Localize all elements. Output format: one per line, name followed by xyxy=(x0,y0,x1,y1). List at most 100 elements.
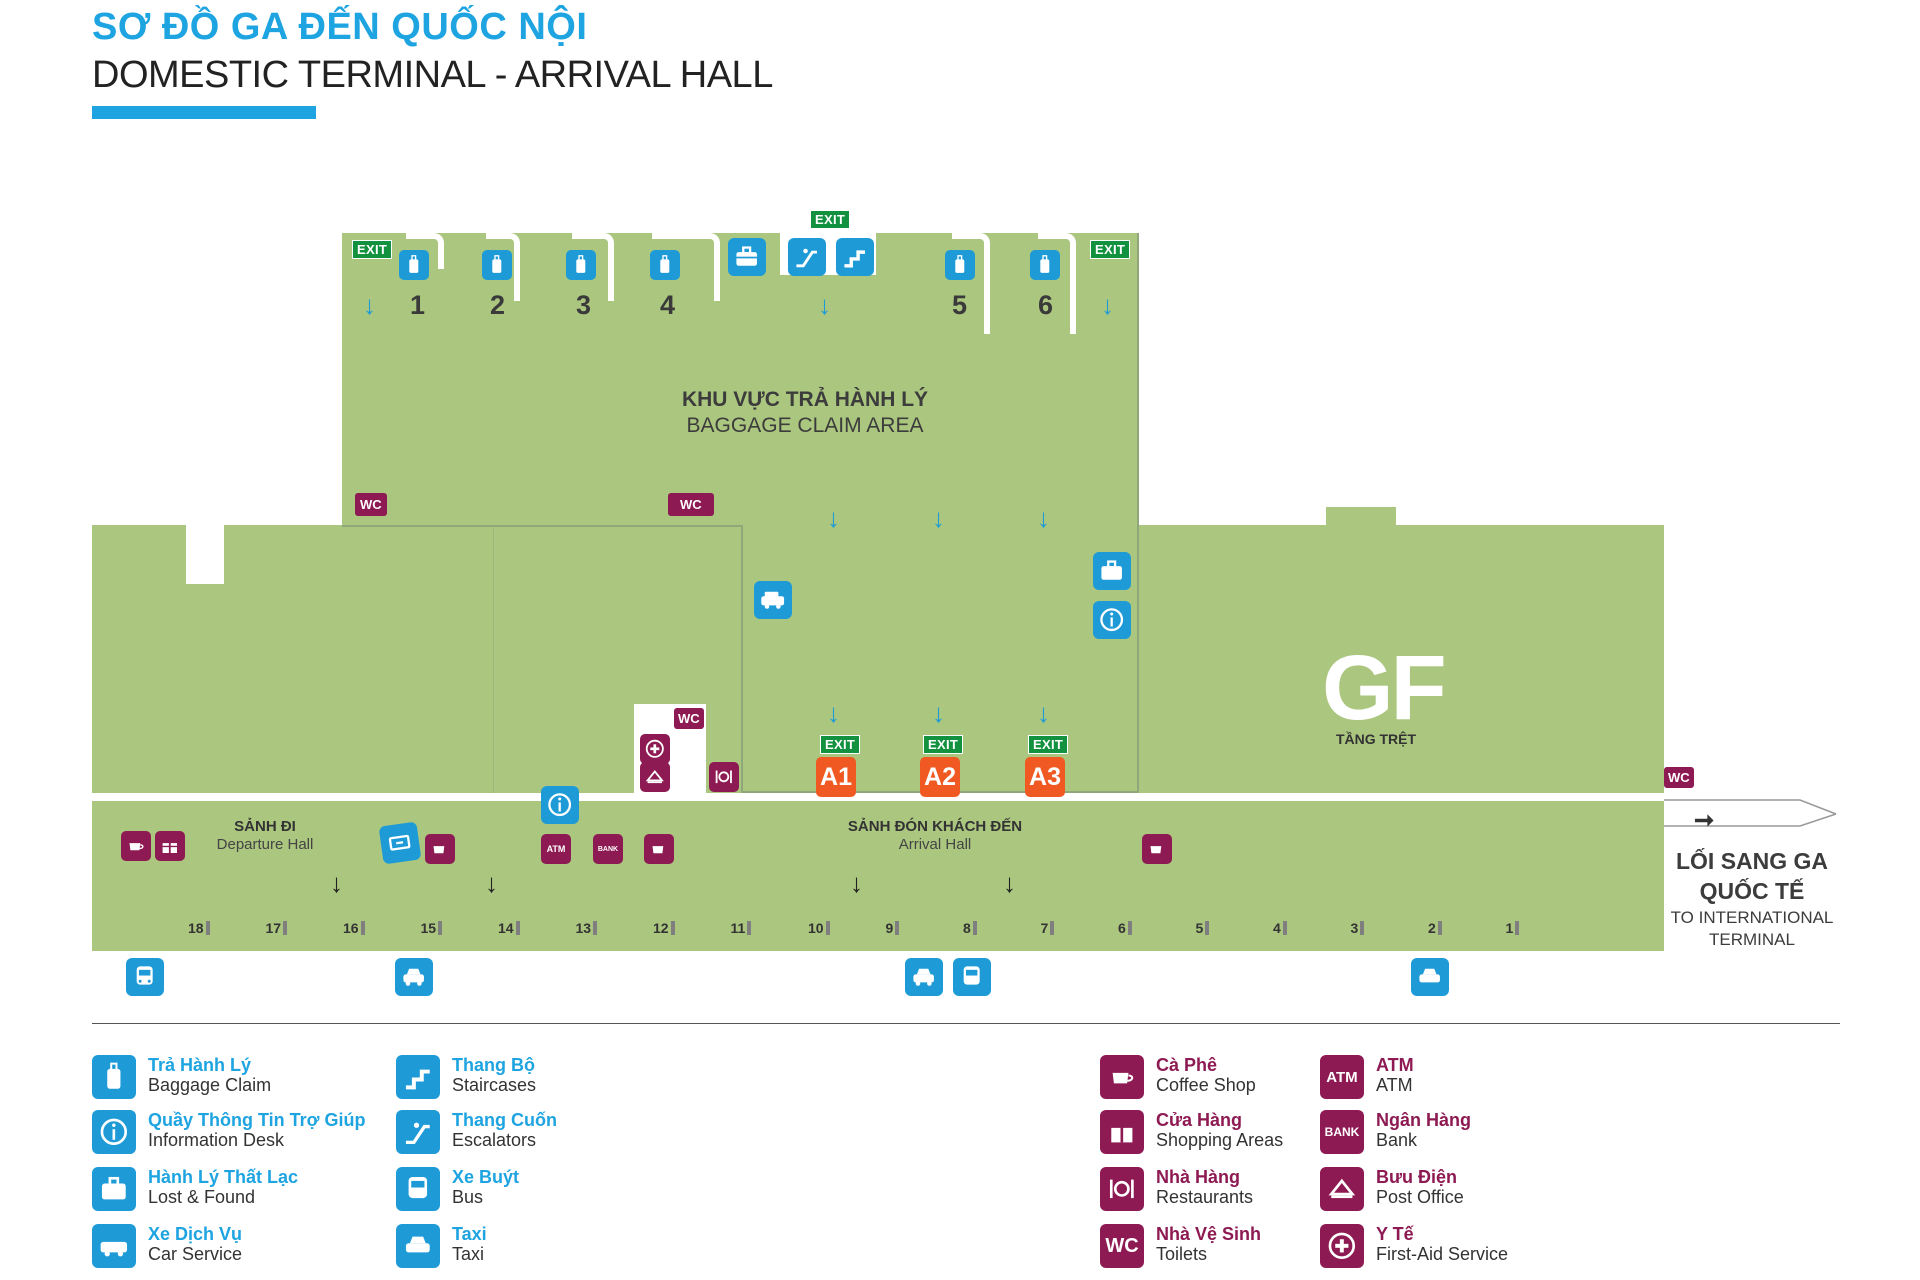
bus-icon xyxy=(126,958,164,996)
right-arrow-icon: ➞ xyxy=(1694,807,1715,834)
legend-label-vn: Hành Lý Thất Lạc xyxy=(148,1167,299,1187)
wc-label: WC xyxy=(1105,1234,1139,1257)
legend-label-en: Bank xyxy=(1376,1130,1418,1150)
luggage-icon xyxy=(566,250,596,280)
door-number: 6 xyxy=(1118,920,1132,936)
ground-floor-area xyxy=(1138,525,1664,793)
legend-label-en: Staircases xyxy=(452,1075,537,1095)
legend-label-vn: Cà Phê xyxy=(1156,1055,1218,1075)
legend-label-en: Post Office xyxy=(1376,1187,1464,1207)
door-marker xyxy=(515,921,520,935)
legend-label-en: Shopping Areas xyxy=(1156,1130,1284,1150)
door-marker xyxy=(825,921,830,935)
post-icon xyxy=(640,762,670,792)
legend-label-vn: Xe Buýt xyxy=(452,1167,520,1187)
info-icon xyxy=(1093,601,1131,639)
luggage-icon xyxy=(945,250,975,280)
arrow-down-icon: ↓ xyxy=(827,503,840,533)
luggage-icon xyxy=(1030,250,1060,280)
door-marker xyxy=(972,921,977,935)
taxi-icon xyxy=(396,1224,440,1268)
legend-label-en: Baggage Claim xyxy=(148,1075,272,1095)
luggage-icon xyxy=(92,1055,136,1099)
bank-label: BANK xyxy=(1324,1125,1360,1139)
door-number: 14 xyxy=(498,920,520,936)
door-marker xyxy=(895,921,900,935)
legend-label-vn: Cửa Hàng xyxy=(1156,1110,1243,1130)
arrow-down-icon: ↓ xyxy=(1037,698,1050,728)
door-marker xyxy=(747,921,752,935)
door-number: 15 xyxy=(421,920,443,936)
arrow-down-icon: ↓ xyxy=(1037,503,1050,533)
legend-label-vn: Nhà Vệ Sinh xyxy=(1156,1224,1262,1244)
door-marker xyxy=(360,921,365,935)
taxi-icon xyxy=(1411,958,1449,996)
car-icon xyxy=(92,1224,136,1268)
door-number: 3 xyxy=(1351,920,1365,936)
arrow-down-icon: ↓ xyxy=(1101,290,1114,320)
stairs-icon xyxy=(836,238,874,276)
first-aid-icon xyxy=(640,734,670,764)
arrow-down-icon: ↓ xyxy=(1003,868,1016,898)
car-icon xyxy=(754,581,792,619)
legend-label-en: Lost & Found xyxy=(148,1187,256,1207)
legend-label-vn: Nhà Hàng xyxy=(1156,1167,1241,1187)
door-marker xyxy=(593,921,598,935)
coffee-icon xyxy=(121,831,151,861)
first-aid-icon xyxy=(1320,1224,1364,1268)
info-icon xyxy=(541,786,579,824)
belt-number: 6 xyxy=(1038,290,1054,320)
belt-number: 5 xyxy=(952,290,968,320)
luggage-icon xyxy=(650,250,680,280)
belt-number: 2 xyxy=(490,290,506,320)
wc-icon: WC xyxy=(1100,1224,1144,1268)
briefcase-icon xyxy=(728,238,766,276)
legend-label-en: ATM xyxy=(1376,1075,1413,1095)
divider-east xyxy=(1137,233,1139,793)
luggage-icon xyxy=(399,250,429,280)
door-marker xyxy=(205,921,210,935)
arrow-down-icon: ↓ xyxy=(363,290,376,320)
belt-5-line xyxy=(952,233,990,334)
exit-sign-top-left: EXIT xyxy=(352,240,393,259)
wc-icon: WC xyxy=(674,708,704,729)
door-number: 11 xyxy=(731,920,752,936)
coffee-icon xyxy=(1100,1055,1144,1099)
exit-sign-gate-a2: EXIT xyxy=(923,735,964,754)
luggage-icon xyxy=(482,250,512,280)
legend-label-en: Restaurants xyxy=(1156,1187,1254,1207)
atm-label: ATM xyxy=(1326,1068,1358,1086)
bus-icon xyxy=(396,1167,440,1211)
international-subtitle-2: TERMINAL xyxy=(1709,930,1795,949)
gate-a3: A3 xyxy=(1025,757,1065,797)
taxi-icon xyxy=(395,958,433,996)
international-title-1: LỐI SANG GA xyxy=(1675,848,1829,874)
floor-code: GF xyxy=(1322,637,1447,739)
legend-label-en: Coffee Shop xyxy=(1156,1075,1256,1095)
arrow-down-icon: ↓ xyxy=(932,503,945,533)
legend-label-vn: Xe Dịch Vụ xyxy=(148,1224,243,1244)
door-marker xyxy=(1127,921,1132,935)
post-icon xyxy=(1320,1167,1364,1211)
divider-vertical-2 xyxy=(493,527,494,793)
arrow-down-icon: ↓ xyxy=(485,868,498,898)
divider-horizontal xyxy=(342,525,742,527)
gate-a1: A1 xyxy=(816,757,856,797)
belt-6-line xyxy=(1038,233,1076,334)
door-number: 7 xyxy=(1041,920,1055,936)
arrow-down-icon: ↓ xyxy=(932,698,945,728)
legend-label-vn: Thang Cuốn xyxy=(452,1110,557,1130)
door-marker xyxy=(670,921,675,935)
arrival-hall-title: SẢNH ĐÓN KHÁCH ĐẾN xyxy=(847,818,1023,835)
international-title-2: QUỐC TẾ xyxy=(1699,878,1805,904)
door-marker xyxy=(1360,921,1365,935)
arrow-down-icon: ↓ xyxy=(818,290,831,320)
door-marker xyxy=(1205,921,1210,935)
coffee-icon xyxy=(425,834,455,864)
